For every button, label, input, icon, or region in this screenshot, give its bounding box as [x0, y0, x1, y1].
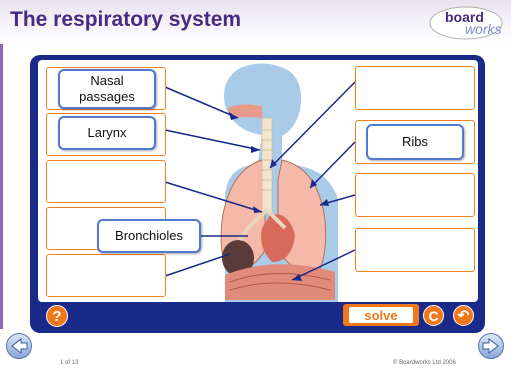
- label-bronchioles-text: Bronchioles: [115, 228, 183, 244]
- answer-slot-right-3[interactable]: [355, 173, 475, 217]
- slide-counter: 1 of 13: [60, 360, 78, 366]
- answer-slot-left-5[interactable]: [46, 254, 166, 297]
- logo-word-works: works: [465, 21, 502, 37]
- label-larynx-text: Larynx: [87, 125, 126, 141]
- reset-button[interactable]: C: [423, 305, 444, 326]
- answer-slot-left-3[interactable]: [46, 160, 166, 203]
- solve-button-frame[interactable]: solve: [343, 304, 419, 326]
- previous-slide-button[interactable]: [6, 333, 32, 359]
- next-slide-button[interactable]: [478, 333, 504, 359]
- label-larynx[interactable]: Larynx: [58, 116, 156, 150]
- page-title: The respiratory system: [10, 8, 241, 32]
- help-button[interactable]: ?: [46, 305, 68, 327]
- label-nasal-passages[interactable]: Nasal passages: [58, 69, 156, 109]
- label-bronchioles[interactable]: Bronchioles: [97, 219, 201, 253]
- boardworks-logo: board works: [429, 5, 504, 41]
- undo-button[interactable]: ↶: [453, 305, 474, 326]
- label-ribs-text: Ribs: [402, 134, 428, 150]
- arrow-left-icon: [7, 334, 31, 358]
- solve-button[interactable]: solve: [349, 307, 413, 323]
- arrow-right-icon: [479, 334, 503, 358]
- label-nasal-line2: passages: [79, 89, 135, 105]
- label-ribs[interactable]: Ribs: [366, 124, 464, 160]
- answer-slot-right-1[interactable]: [355, 66, 475, 110]
- answer-slot-right-4[interactable]: [355, 228, 475, 272]
- copyright-text: © Boardworks Ltd 2006: [393, 360, 456, 366]
- label-nasal-line1: Nasal: [79, 73, 135, 89]
- left-accent-rule: [0, 44, 3, 329]
